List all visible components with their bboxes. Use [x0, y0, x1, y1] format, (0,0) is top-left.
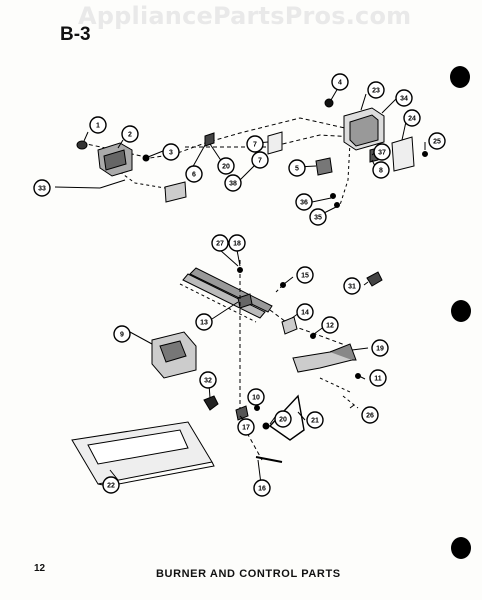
callout-bubble-22	[102, 476, 120, 494]
callout-bubble-8	[372, 161, 390, 179]
callout-number-7: 7	[253, 142, 257, 149]
callout-number-19: 19	[376, 346, 384, 353]
callout-number-31: 31	[348, 284, 356, 291]
watermark: AppliancePartsPros.com	[78, 2, 412, 30]
callout-bubble-10	[247, 388, 265, 406]
callout-number-34: 34	[400, 96, 408, 103]
callout-number-1: 1	[96, 123, 100, 130]
callout-bubble-12	[321, 316, 339, 334]
callout-bubble-27	[211, 234, 229, 252]
callout-bubble-33	[33, 179, 51, 197]
callout-number-3: 3	[169, 150, 173, 157]
callout-bubble-14	[296, 303, 314, 321]
callout-number-8: 8	[379, 168, 383, 175]
callout-number-12: 12	[326, 323, 334, 330]
callout-bubble-1	[89, 116, 107, 134]
callout-number-35: 35	[314, 215, 322, 222]
binder-hole-bottom	[451, 537, 471, 559]
callout-number-37: 37	[378, 150, 386, 157]
callout-bubble-7	[251, 151, 269, 169]
callout-bubble-21	[306, 411, 324, 429]
callout-bubble-5	[288, 159, 306, 177]
callout-bubble-18	[228, 234, 246, 252]
callout-bubble-20	[217, 157, 235, 175]
callout-bubble-6	[185, 165, 203, 183]
callout-bubble-26	[361, 406, 379, 424]
callout-number-22: 22	[107, 483, 115, 490]
callout-number-25: 25	[433, 139, 441, 146]
callout-number-18: 18	[233, 241, 241, 248]
callout-number-4: 4	[338, 80, 342, 87]
callout-number-21: 21	[311, 418, 319, 425]
callout-bubble-9	[113, 325, 131, 343]
callout-bubble-34	[395, 89, 413, 107]
diagram-caption: BURNER AND CONTROL PARTS	[156, 568, 341, 580]
callout-bubble-17	[237, 418, 255, 436]
callout-bubble-35	[309, 208, 327, 226]
callout-bubble-13	[195, 313, 213, 331]
callout-number-10: 10	[252, 395, 260, 402]
page-number: 12	[34, 563, 46, 574]
callout-number-33: 33	[38, 186, 46, 193]
callout-number-20: 20	[279, 417, 287, 424]
callout-bubble-15	[296, 266, 314, 284]
callout-bubble-31	[343, 277, 361, 295]
callout-number-16: 16	[258, 486, 266, 493]
callout-number-13: 13	[200, 320, 208, 327]
callout-number-17: 17	[242, 425, 250, 432]
callout-number-27: 27	[216, 241, 224, 248]
callout-number-9: 9	[120, 332, 124, 339]
callout-bubble-25	[428, 132, 446, 150]
callout-bubble-11	[369, 369, 387, 387]
callout-bubble-3	[162, 143, 180, 161]
callout-number-15: 15	[301, 273, 309, 280]
callout-bubble-4	[331, 73, 349, 91]
binder-hole-top	[450, 66, 470, 88]
section-label: B-3	[60, 24, 91, 45]
binder-hole-middle	[451, 300, 471, 322]
callout-bubble-20	[274, 410, 292, 428]
callout-number-6: 6	[192, 172, 196, 179]
callout-bubble-16	[253, 479, 271, 497]
callout-number-14: 14	[301, 310, 309, 317]
callout-number-20: 20	[222, 164, 230, 171]
callout-number-38: 38	[229, 181, 237, 188]
callout-number-11: 11	[374, 376, 382, 383]
callout-bubble-2	[121, 125, 139, 143]
callout-bubble-32	[199, 371, 217, 389]
callout-bubble-36	[295, 193, 313, 211]
callout-number-7: 7	[258, 158, 262, 165]
callout-number-26: 26	[366, 413, 374, 420]
callout-number-24: 24	[408, 116, 416, 123]
callout-bubble-37	[373, 143, 391, 161]
callout-number-5: 5	[295, 166, 299, 173]
callout-bubble-7	[246, 135, 264, 153]
callout-bubble-23	[367, 81, 385, 99]
callout-number-32: 32	[204, 378, 212, 385]
callout-bubble-19	[371, 339, 389, 357]
callout-number-2: 2	[128, 132, 132, 139]
callout-bubble-24	[403, 109, 421, 127]
callout-number-23: 23	[372, 88, 380, 95]
callout-number-36: 36	[300, 200, 308, 207]
callout-bubble-38	[224, 174, 242, 192]
